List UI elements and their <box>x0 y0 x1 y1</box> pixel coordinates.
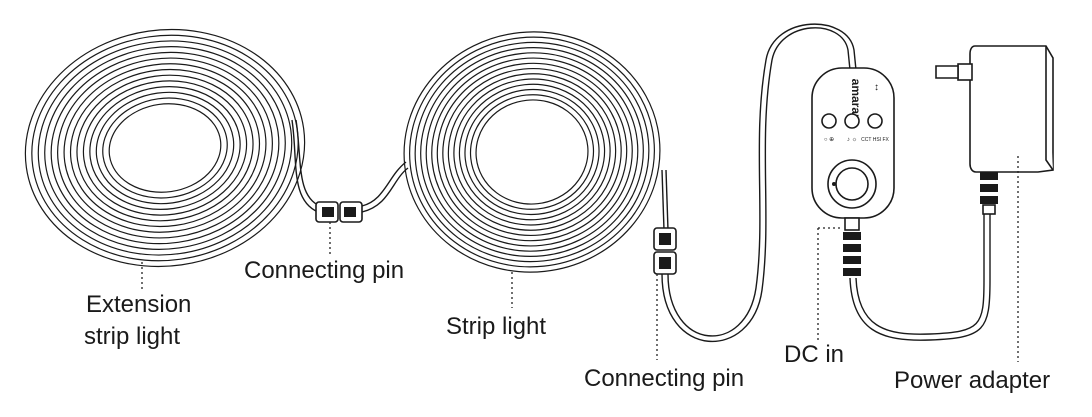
coil-ring <box>425 52 639 252</box>
label-power-adapter: Power adapter <box>894 367 1050 394</box>
coil-ring <box>442 67 622 237</box>
label-extension-line1: Extension <box>86 291 191 318</box>
label-extension-line2: strip light <box>84 323 180 350</box>
coil-ring <box>37 40 293 256</box>
coil-ring <box>458 83 606 221</box>
button-label-3: CCT HSI FX <box>861 137 889 143</box>
coil-ring <box>464 88 600 216</box>
label-dc-in: DC in <box>784 341 844 368</box>
adapter-cable-inner <box>855 214 985 335</box>
coil-ring <box>447 73 617 231</box>
coil-ring <box>102 97 228 199</box>
extension-cable <box>291 119 319 213</box>
adapter-cable <box>849 214 991 341</box>
coil-ring <box>63 63 267 233</box>
controller-icon: ↕ amaran ○ ⊕ ♪ ☼ CCT HSI FX <box>811 67 895 219</box>
controller-brand: amaran <box>849 79 863 122</box>
extension-cable-inner <box>295 119 321 207</box>
mode-button <box>844 113 860 129</box>
coil-ring <box>76 74 254 222</box>
coil-ring <box>409 36 655 268</box>
coil-ring <box>108 103 222 193</box>
plug-icon <box>935 65 959 79</box>
coil-ring <box>82 80 248 216</box>
power-adapter-icon <box>935 45 1054 215</box>
label-strip-light: Strip light <box>446 313 546 340</box>
power-button <box>821 113 837 129</box>
button-label-1: ○ ⊕ <box>824 137 834 143</box>
coil-ring <box>57 57 273 239</box>
link-cable <box>361 167 409 213</box>
coil-ring <box>89 86 241 210</box>
dc-in-connector-icon <box>843 217 861 276</box>
leader-dc-in <box>817 227 842 342</box>
coil-ring <box>403 31 661 273</box>
coil-ring <box>44 46 286 250</box>
label-connecting-pin-2: Connecting pin <box>584 365 744 392</box>
link-cable-inner <box>361 161 407 207</box>
coil-ring <box>453 78 611 226</box>
coil-ring <box>69 68 261 228</box>
label-connecting-pin-1: Connecting pin <box>244 257 404 284</box>
coil-ring <box>95 91 235 205</box>
strip-coil-icon <box>403 31 661 273</box>
coil-ring <box>50 51 280 245</box>
coil-ring <box>31 34 299 262</box>
coil-ring <box>475 99 589 205</box>
coil-ring <box>431 57 633 247</box>
connecting-pin-2-icon <box>653 227 677 275</box>
coil-ring <box>24 28 306 268</box>
controller-arrow-icon: ↕ <box>874 82 879 93</box>
effect-button <box>867 113 883 129</box>
strip-lead-cable-inner <box>665 169 669 231</box>
button-label-2: ♪ ☼ <box>847 137 857 143</box>
controller-cable <box>661 27 851 342</box>
coil-ring <box>469 94 595 210</box>
strip-lead-cable <box>661 169 665 231</box>
controller-cable-inner <box>667 23 857 337</box>
coil-ring <box>414 41 650 263</box>
extension-coil-icon <box>24 28 306 268</box>
coil-ring <box>436 62 628 242</box>
coil-ring <box>420 47 644 257</box>
connecting-pin-1-icon <box>315 201 363 223</box>
